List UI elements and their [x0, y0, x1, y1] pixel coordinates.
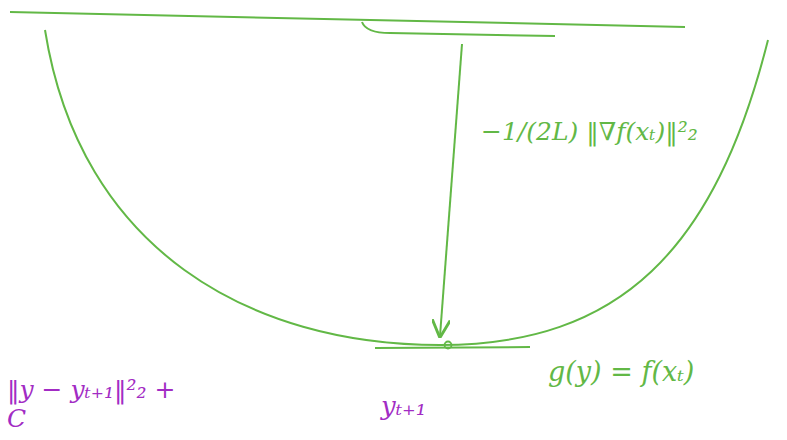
gap-arrow	[440, 44, 462, 336]
gap-formula: −1/(2L) ‖∇f(xₜ)‖²₂	[478, 118, 701, 147]
minimizer-label: yₜ₊₁	[378, 392, 429, 422]
quadratic-formula: ‖y − yₜ₊₁‖²₂ + C	[4, 376, 200, 434]
minimum-line	[375, 347, 530, 348]
level-label: g(y) = f(xₜ)	[545, 356, 697, 387]
top-line	[10, 12, 685, 27]
bracket-mark	[362, 22, 555, 36]
minimum-point	[445, 342, 452, 349]
convex-curve	[45, 30, 768, 345]
